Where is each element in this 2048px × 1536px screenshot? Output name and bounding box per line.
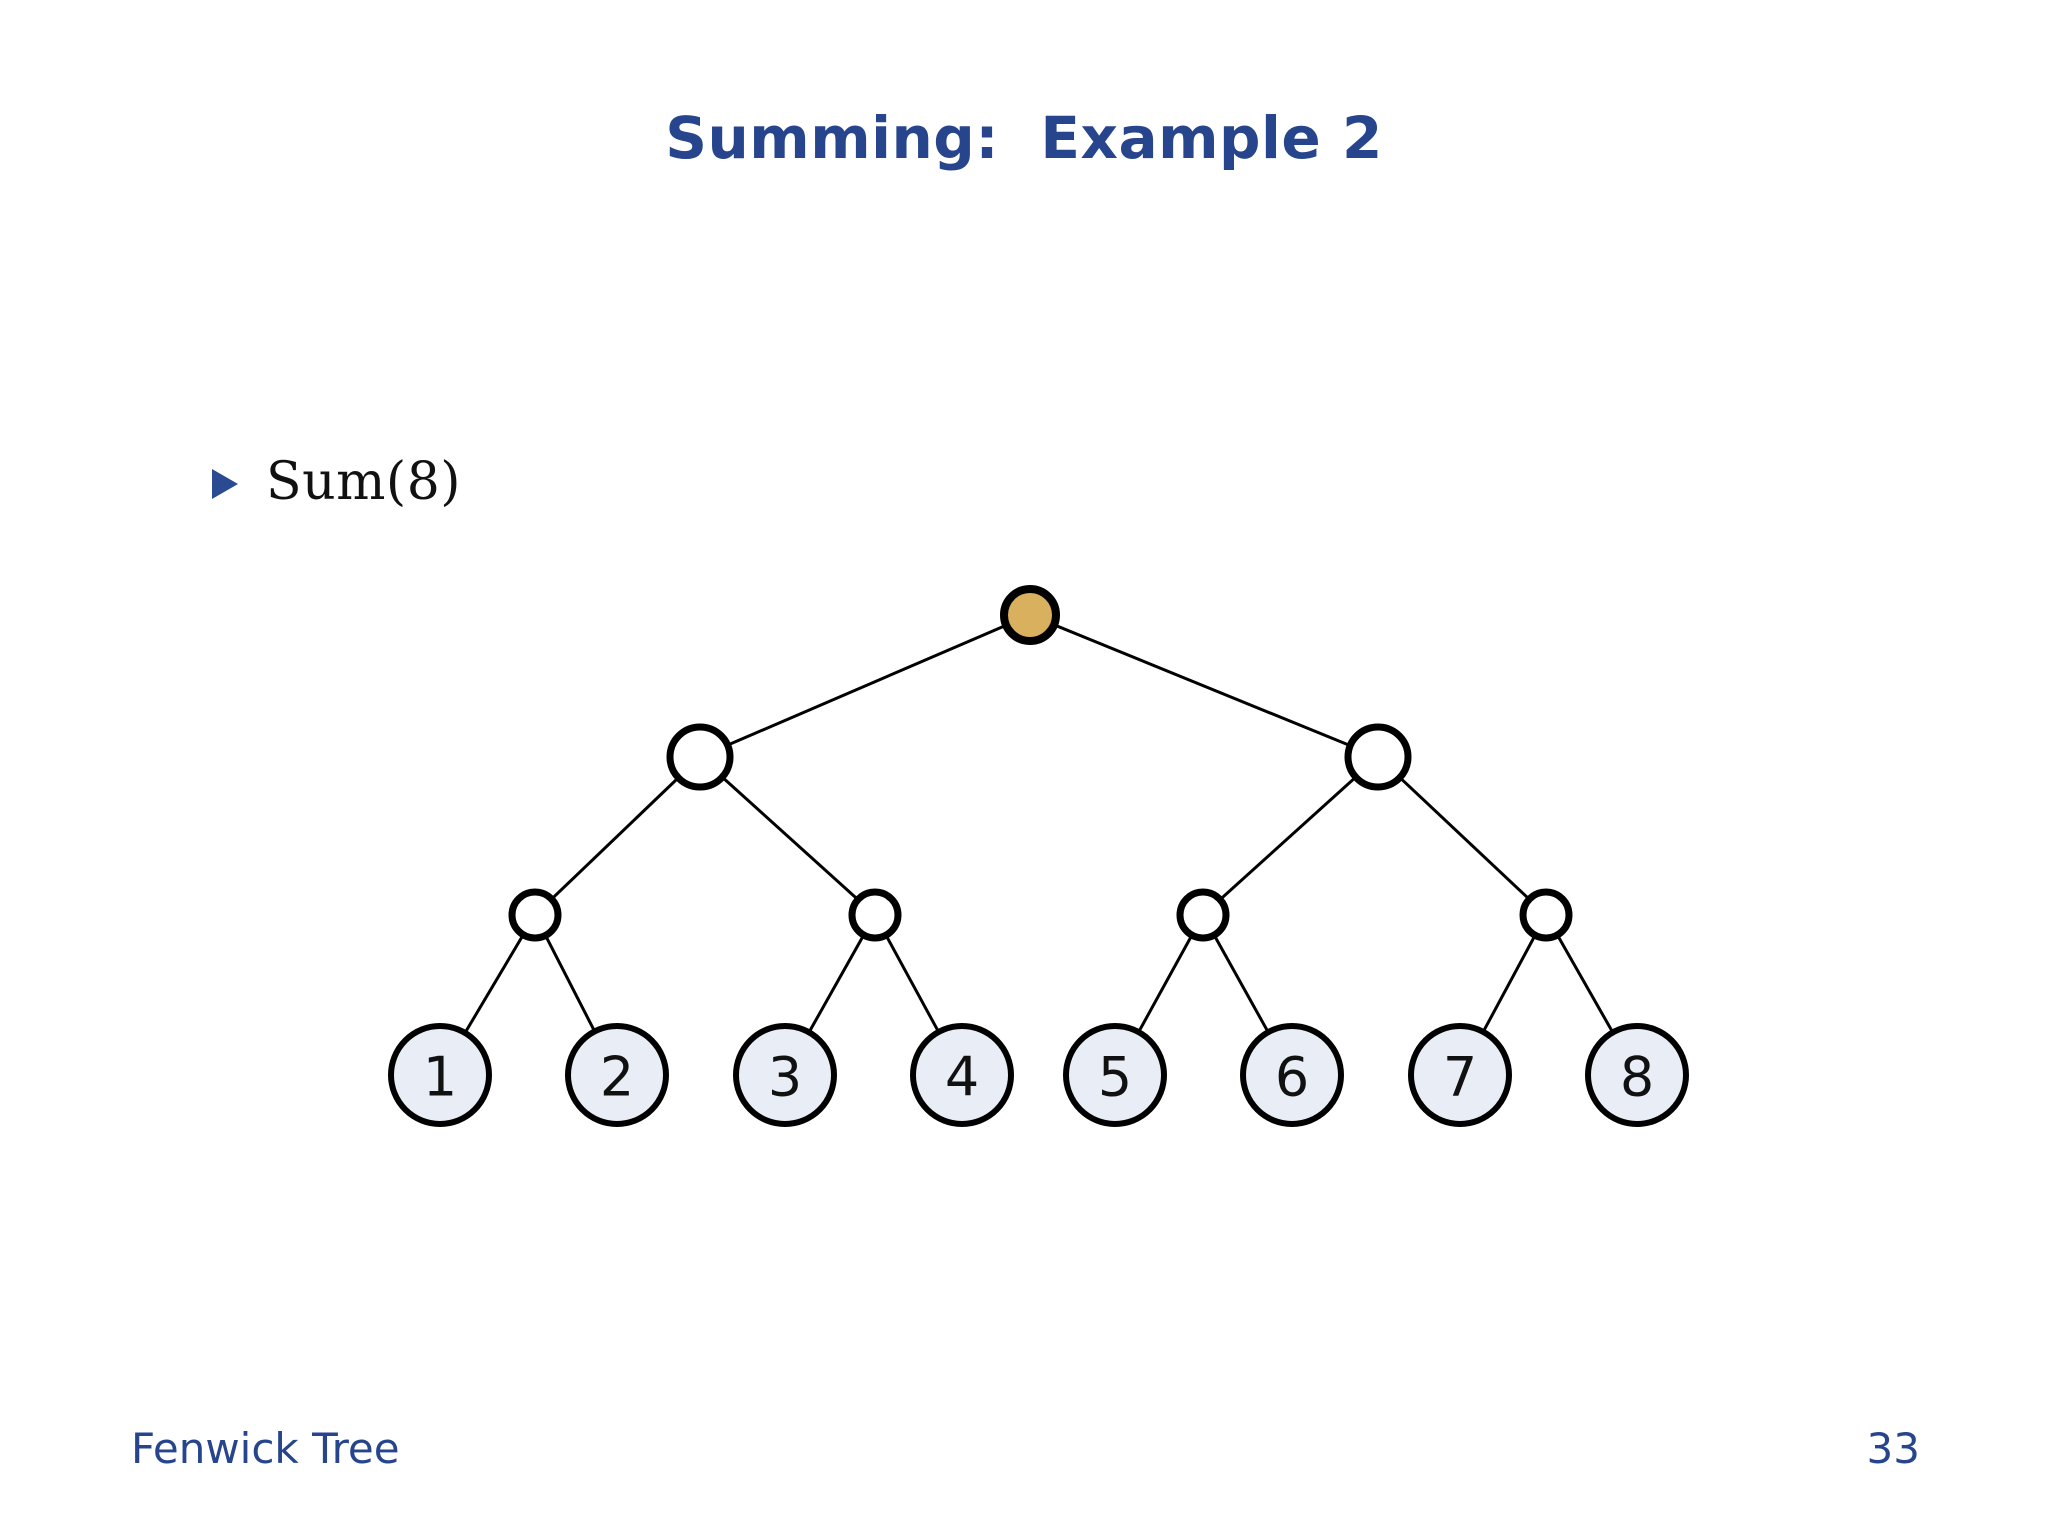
tree-node-label: 6: [1275, 1046, 1309, 1109]
tree-node-label: 7: [1443, 1046, 1477, 1109]
tree-edge: [884, 934, 940, 1033]
bullet-item: Sum(8): [212, 452, 461, 512]
tree-edge: [807, 934, 866, 1034]
tree-node-L2-a: [666, 723, 734, 791]
tree-edge: [1481, 934, 1537, 1033]
tree-edge: [550, 776, 680, 901]
tree-node-circle: [1585, 1023, 1689, 1127]
tree-node-leaf-5: 5: [1063, 1023, 1167, 1127]
triangle-bullet-icon: [212, 469, 238, 499]
tree-node-leaf-1: 1: [388, 1023, 492, 1127]
tree-node-circle: [1519, 888, 1573, 942]
tree-node-label: 5: [1098, 1046, 1132, 1109]
tree-node-label: 3: [768, 1046, 802, 1109]
tree-edge: [1219, 775, 1357, 901]
tree-node-circle: [508, 888, 562, 942]
tree-edge: [726, 623, 1007, 747]
tree-node-circle: [666, 723, 734, 791]
tree-node-leaf-7: 7: [1408, 1023, 1512, 1127]
tree-node-label: 8: [1620, 1046, 1654, 1109]
tree-node-circle: [565, 1023, 669, 1127]
tree-edge: [1053, 623, 1351, 748]
tree-node-circle: [1408, 1023, 1512, 1127]
tree-node-circle: [733, 1023, 837, 1127]
tree-node-leaf-4: 4: [910, 1023, 1014, 1127]
footer-title: Fenwick Tree: [131, 1424, 400, 1473]
tree-node-circle: [1000, 585, 1060, 645]
tree-node-circle: [1063, 1023, 1167, 1127]
tree-node-circle: [848, 888, 902, 942]
tree-node-circle: [1176, 888, 1230, 942]
tree-node-circle: [910, 1023, 1014, 1127]
tree-edge: [721, 775, 859, 901]
tree-node-L2-b: [1344, 723, 1412, 791]
tree-node-label: 1: [423, 1046, 457, 1109]
tree-edge: [463, 934, 525, 1034]
tree-node-L3-b: [848, 888, 902, 942]
tree-edge-layer: [463, 623, 1615, 1034]
footer-page-number: 33: [1866, 1424, 1920, 1473]
tree-node-label: 4: [945, 1046, 979, 1109]
tree-edge: [1398, 776, 1531, 901]
binary-tree-diagram: 1 2 3 4 5 6 7 8: [0, 520, 2048, 1180]
tree-node-leaf-3: 3: [733, 1023, 837, 1127]
tree-node-L3-a: [508, 888, 562, 942]
tree-node-label: 2: [600, 1046, 634, 1109]
tree-node-leaf-2: 2: [565, 1023, 669, 1127]
tree-node-circle: [1344, 723, 1412, 791]
tree-node-root: [1000, 585, 1060, 645]
bullet-item-label: Sum(8): [266, 452, 462, 512]
tree-edge: [544, 934, 596, 1033]
tree-node-circle: [1240, 1023, 1344, 1127]
tree-node-circle: [388, 1023, 492, 1127]
tree-node-layer: 1 2 3 4 5 6 7 8: [388, 585, 1689, 1127]
tree-node-L3-d: [1519, 888, 1573, 942]
tree-node-leaf-8: 8: [1585, 1023, 1689, 1127]
tree-edge: [1137, 934, 1194, 1033]
tree-svg: 1 2 3 4 5 6 7 8: [388, 585, 1689, 1127]
page-title: Summing: Example 2: [665, 104, 1383, 172]
tree-node-L3-c: [1176, 888, 1230, 942]
tree-edge: [1212, 934, 1270, 1033]
tree-edge: [1556, 934, 1615, 1034]
tree-node-leaf-6: 6: [1240, 1023, 1344, 1127]
